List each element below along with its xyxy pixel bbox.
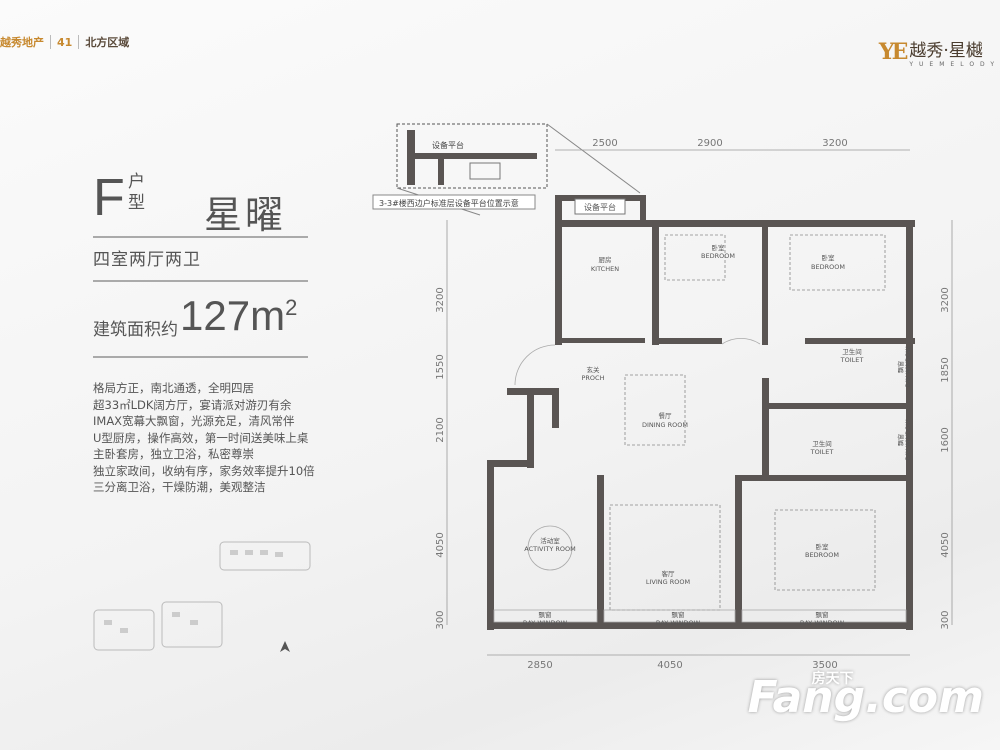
divider	[93, 236, 308, 238]
dim-left: 300	[435, 610, 446, 629]
bay-r2-cn: 飘窗	[897, 434, 905, 446]
dim-right: 1850	[940, 357, 951, 382]
dim-right: 3200	[940, 287, 951, 312]
bay-r1-en: BAY WINDOW	[905, 347, 912, 388]
area-number: 127m	[180, 292, 286, 339]
toilet2-en: TOILET	[810, 448, 834, 456]
region-name: 北方区域	[85, 36, 130, 49]
site-key-plan	[93, 541, 311, 651]
inset-platform-label: 设备平台	[432, 140, 464, 150]
watermark-top: 房天下	[811, 671, 854, 687]
bedroom1-en: BEDROOM	[701, 252, 735, 260]
area-unit-sup: 2	[285, 295, 298, 320]
unit-type-letter: F	[93, 169, 125, 227]
dim-left: 1550	[435, 354, 446, 379]
bedroom2-cn: 卧室	[822, 253, 836, 262]
bedroom1-cn: 卧室	[712, 243, 726, 252]
divider	[93, 356, 308, 358]
brand-name: 越秀地产	[0, 36, 44, 49]
divider	[93, 280, 308, 282]
toilet1-en: TOILET	[840, 356, 864, 364]
project-name: 越秀·星樾	[909, 41, 983, 61]
porch-en: PROCH	[582, 374, 605, 382]
feature-item: 主卧套房，独立卫浴，私密尊崇	[93, 447, 254, 461]
dim-bottom: 3500	[812, 660, 837, 671]
dim-left: 2100	[435, 417, 446, 442]
feature-item: U型厨房，操作高效，第一时间送美味上桌	[93, 430, 309, 445]
bay3-en: BAY WINDOW	[800, 619, 845, 627]
dim-left: 3200	[435, 287, 446, 312]
area-value: 127m2	[180, 292, 297, 340]
living-cn: 客厅	[662, 569, 676, 578]
unit-type-suffix: 户型	[128, 172, 145, 213]
feature-item: 三分离卫浴，干燥防潮，美观整洁	[93, 480, 266, 494]
dining-en: DINING ROOM	[642, 421, 688, 429]
toilet1-cn: 卫生间	[842, 347, 862, 356]
walls	[487, 195, 915, 630]
feature-list: 格局方正，南北通透，全明四居 超33㎡LDK阔方厅，宴请派对游刃有余 IMAX宽…	[93, 380, 315, 496]
feature-item: IMAX宽幕大飘窗，光源充足，清风常伴	[93, 414, 295, 428]
dim-top: 2500	[592, 138, 617, 149]
dim-top: 3200	[822, 138, 847, 149]
living-en: LIVING ROOM	[646, 578, 690, 586]
master-en: BEDROOM	[805, 551, 839, 559]
porch-cn: 玄关	[587, 365, 601, 374]
ye-mark: YE	[878, 39, 909, 65]
bay1-en: BAY WINDOW	[523, 619, 568, 627]
feature-item: 超33㎡LDK阔方厅，宴请派对游刃有余	[93, 397, 292, 412]
north-arrow-icon	[280, 641, 290, 652]
dim-right: 1600	[940, 427, 951, 452]
dim-left: 4050	[435, 532, 446, 557]
divider	[50, 35, 51, 49]
feature-item: 格局方正，南北通透，全明四居	[93, 381, 254, 395]
area-label: 建筑面积约	[93, 320, 178, 340]
room-config: 四室两厅两卫	[93, 250, 201, 270]
unit-name: 星曜	[204, 193, 287, 237]
inset-caption: 3-3#楼西边户标准层设备平台位置示意	[379, 198, 519, 208]
inset-detail: 设备平台 3-3#楼西边户标准层设备平台位置示意	[372, 123, 641, 216]
divider	[78, 35, 80, 49]
dim-bottom: 4050	[657, 660, 682, 671]
project-logo: YE 越秀·星樾 YUEMELODY	[879, 36, 1000, 68]
yuexiu-property-logo: 越秀地产 41 北方区域	[0, 34, 129, 50]
master-cn: 卧室	[816, 542, 830, 551]
room-labels: 设备平台 厨房 KITCHEN 卧室 BEDROOM 卧室 BEDROOM 玄关…	[523, 198, 912, 627]
watermark-main: Fang.com	[747, 672, 984, 723]
bay2-en: BAY WINDOW	[656, 619, 701, 627]
bay3-cn: 飘窗	[816, 610, 829, 619]
kitchen-en: KITCHEN	[591, 265, 619, 273]
bay-r2-en: BAY WINDOW	[905, 420, 912, 461]
activity-en: ACTIVITY ROOM	[524, 545, 576, 553]
platform-label: 设备平台	[584, 202, 616, 212]
kitchen-cn: 厨房	[599, 255, 612, 264]
activity-cn: 活动室	[540, 536, 560, 545]
dim-right: 4050	[940, 532, 951, 557]
dining-cn: 餐厅	[659, 411, 673, 420]
bay1-cn: 飘窗	[539, 610, 552, 619]
fang-watermark: 房天下 Fang.com	[747, 671, 984, 723]
toilet2-cn: 卫生间	[812, 439, 832, 448]
bedroom2-en: BEDROOM	[811, 263, 845, 271]
project-name-en: YUEMELODY	[909, 61, 1000, 68]
dim-right: 300	[940, 610, 951, 629]
dim-top: 2900	[697, 138, 722, 149]
bay-r1-cn: 飘窗	[897, 361, 905, 373]
feature-item: 独立家政间，收纳有序，家务效率提升10倍	[93, 463, 315, 478]
bay2-cn: 飘窗	[672, 610, 685, 619]
dim-bottom: 2850	[527, 660, 552, 671]
anniversary-mark: 41	[57, 35, 73, 49]
